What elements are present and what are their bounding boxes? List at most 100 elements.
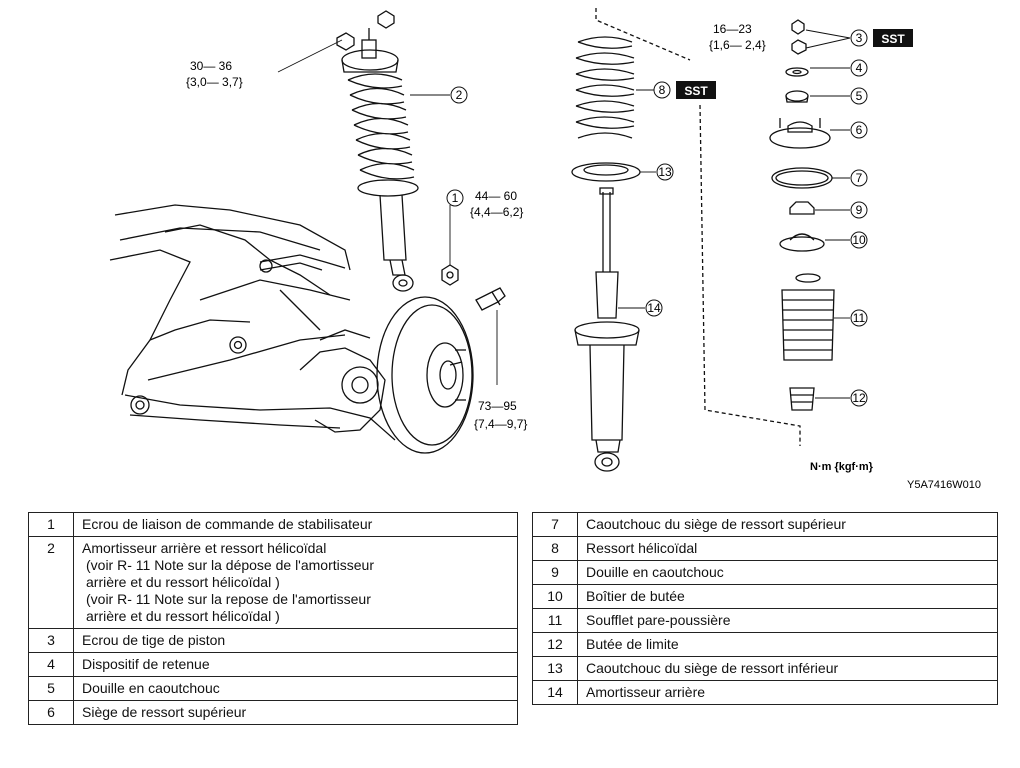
legend-description-line: (voir R- 11 Note sur la repose de l'amor…	[86, 591, 371, 607]
legend-number: 14	[532, 680, 578, 705]
legend-number: 2	[28, 536, 74, 629]
legend-description-line: Amortisseur arrière	[586, 684, 706, 700]
legend-description: Caoutchouc du siège de ressort supérieur	[577, 512, 998, 537]
svg-text:6: 6	[856, 123, 863, 137]
piston-rod-nuts-illustration	[791, 19, 807, 55]
legend-description: Caoutchouc du siège de ressort inférieur	[577, 656, 998, 681]
legend-description-line: Boîtier de butée	[586, 588, 685, 604]
legend-table-left: 1 Ecrou de liaison de commande de stabili…	[28, 512, 518, 725]
legend-number: 11	[532, 608, 578, 633]
svg-text:4: 4	[856, 61, 863, 75]
legend-number: 5	[28, 676, 74, 701]
callout-4: 4	[850, 59, 868, 77]
torque-label-1: 30— 36 {3,0— 3,7}	[186, 59, 243, 89]
svg-text:12: 12	[852, 391, 866, 405]
legend-description-line: Ecrou de tige de piston	[82, 632, 226, 648]
legend-description: Amortisseur arrière et ressort hélicoïda…	[73, 536, 518, 629]
legend-description-line: Soufflet pare-poussière	[586, 612, 731, 628]
legend-description: Butée de limite	[577, 632, 998, 657]
callout-3: 3	[850, 29, 868, 47]
callout-2: 2	[450, 86, 468, 104]
svg-text:1: 1	[452, 191, 459, 205]
callout-11: 11	[850, 309, 868, 327]
legend-description-line: (voir R- 11 Note sur la dépose de l'amor…	[86, 557, 374, 573]
svg-text:3: 3	[856, 31, 863, 45]
callout-6: 6	[850, 121, 868, 139]
svg-text:44— 60: 44— 60	[475, 189, 517, 203]
callout-5: 5	[850, 87, 868, 105]
legend-description-line: Douille en caoutchouc	[82, 680, 220, 696]
legend-number: 3	[28, 628, 74, 653]
legend-description: Ressort hélicoïdal	[577, 536, 998, 561]
legend-row: 14 Amortisseur arrière	[532, 680, 998, 705]
legend-description: Ecrou de liaison de commande de stabilis…	[73, 512, 518, 537]
legend-row: 10 Boîtier de butée	[532, 584, 998, 609]
legend-description: Amortisseur arrière	[577, 680, 998, 705]
rubber-bushing-lower-illustration	[789, 201, 815, 215]
legend-description-line: Dispositif de retenue	[82, 656, 210, 672]
svg-text:SST: SST	[881, 32, 905, 46]
legend-description-line: arrière et du ressort hélicoïdal )	[86, 574, 280, 590]
rear-shock-absorber-illustration	[574, 187, 640, 472]
retainer-illustration	[785, 67, 809, 77]
legend-description-line: Caoutchouc du siège de ressort supérieur	[586, 516, 846, 532]
legend-description-line: Ecrou de liaison de commande de stabilis…	[82, 516, 373, 532]
legend-description: Siège de ressort supérieur	[73, 700, 518, 725]
svg-text:14: 14	[647, 301, 661, 315]
legend-row: 11 Soufflet pare-poussière	[532, 608, 998, 633]
callout-14: 14	[645, 299, 663, 317]
torque-label-2: 44— 60 {4,4—6,2}	[470, 189, 523, 219]
figure-code: Y5A7416W010	[907, 479, 981, 491]
torque-label-4: 16—23 {1,6— 2,4}	[709, 22, 766, 52]
svg-text:{7,4—9,7}: {7,4—9,7}	[474, 417, 527, 431]
callout-markers: 1 2 3 4 5 6 7 8 9 10 11 12 13 14	[446, 29, 868, 407]
svg-text:{3,0— 3,7}: {3,0— 3,7}	[186, 75, 243, 89]
svg-text:5: 5	[856, 89, 863, 103]
legend-number: 12	[532, 632, 578, 657]
stabilizer-nut-illustration	[441, 264, 459, 286]
callout-10: 10	[850, 231, 868, 249]
callout-12: 12	[850, 389, 868, 407]
legend-description: Soufflet pare-poussière	[577, 608, 998, 633]
exploded-view-diagram: 30— 36 {3,0— 3,7} 44— 60 {4,4—6,2} 73—95…	[109, 8, 981, 491]
legend-number: 1	[28, 512, 74, 537]
lower-bolt-illustration	[475, 287, 506, 311]
bump-stopper-illustration	[789, 387, 815, 411]
rubber-bushing-upper-illustration	[785, 90, 809, 103]
svg-text:73—95: 73—95	[478, 399, 517, 413]
legend-description-line: Amortisseur arrière et ressort hélicoïda…	[82, 540, 327, 556]
callout-1: 1	[446, 189, 464, 207]
legend-description: Boîtier de butée	[577, 584, 998, 609]
svg-text:{1,6— 2,4}: {1,6— 2,4}	[709, 38, 766, 52]
sst-badge-spring: SST	[676, 81, 716, 99]
legend-description-line: arrière et du ressort hélicoïdal )	[86, 608, 280, 624]
legend-row: 3 Ecrou de tige de piston	[28, 628, 518, 653]
legend-row: 7 Caoutchouc du siège de ressort supérieu…	[532, 512, 998, 537]
torque-label-3: 73—95 {7,4—9,7}	[474, 399, 527, 431]
legend-row: 8 Ressort hélicoïdal	[532, 536, 998, 561]
svg-text:8: 8	[659, 83, 666, 97]
callout-7: 7	[850, 169, 868, 187]
svg-text:16—23: 16—23	[713, 22, 752, 36]
svg-text:2: 2	[456, 88, 463, 102]
callout-13: 13	[656, 163, 674, 181]
bump-stopper-housing-illustration	[779, 233, 825, 252]
legend-row: 4 Dispositif de retenue	[28, 652, 518, 677]
legend-number: 4	[28, 652, 74, 677]
svg-text:{4,4—6,2}: {4,4—6,2}	[470, 205, 523, 219]
legend-table-right: 7 Caoutchouc du siège de ressort supérieu…	[532, 512, 998, 705]
installed-coilover-illustration	[336, 10, 419, 292]
dust-boot-illustration	[781, 273, 835, 361]
legend-description-line: Ressort hélicoïdal	[586, 540, 698, 556]
legend-number: 10	[532, 584, 578, 609]
legend-number: 7	[532, 512, 578, 537]
svg-text:7: 7	[856, 171, 863, 185]
legend-description-line: Caoutchouc du siège de ressort inférieur	[586, 660, 839, 676]
legend-description: Douille en caoutchouc	[73, 676, 518, 701]
legend-description-line: Siège de ressort supérieur	[82, 704, 247, 720]
svg-text:13: 13	[658, 165, 672, 179]
svg-text:11: 11	[853, 311, 866, 325]
legend-number: 8	[532, 536, 578, 561]
